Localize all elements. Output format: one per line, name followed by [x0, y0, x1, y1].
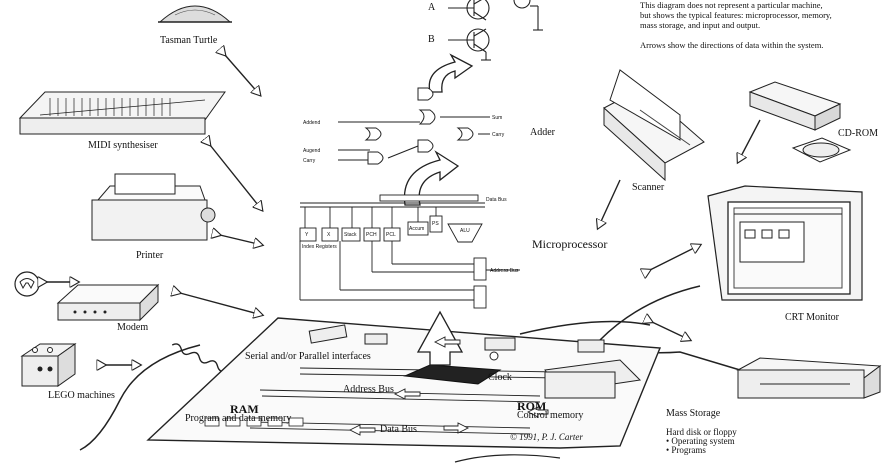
intro-line-1: This diagram does not represent a partic… [640, 0, 823, 10]
turtle-label: Tasman Turtle [160, 35, 218, 46]
address-bus-internal-label: Address Bus [490, 268, 519, 274]
mass-storage-item: • Programs [666, 445, 706, 455]
interfaces-label: Serial and/or Parallel interfaces [245, 351, 371, 362]
printer-illustration [91, 173, 216, 241]
cdrom-illustration [748, 81, 852, 163]
adder-circuit [338, 87, 490, 165]
modem-label: Modem [117, 322, 149, 333]
addend-label: Addend [303, 120, 321, 126]
intro-line-4: Arrows show the directions of data withi… [640, 40, 824, 50]
address-bus-label: Address Bus [343, 384, 394, 395]
cpu-block-diagram [299, 194, 520, 309]
motherboard [146, 317, 662, 449]
adder-label: Adder [530, 127, 555, 138]
intro-line-2: but shows the typical features: micropro… [640, 10, 832, 20]
midi-synth-illustration [18, 91, 226, 135]
transistor-symbols [448, 0, 543, 61]
disk-drive-illustration [736, 357, 882, 399]
intro-text: This diagram does not represent a partic… [640, 0, 880, 50]
cdrom-label: CD-ROM [838, 128, 879, 139]
rom-label: ROM [517, 399, 547, 413]
mass-storage-subtitle: Hard disk or floppy [666, 427, 737, 437]
carry-out-label: Carry [492, 132, 505, 138]
bus-arrows [348, 336, 549, 436]
midi-label: MIDI synthesiser [88, 140, 158, 151]
data-bus-label: Data Bus [486, 197, 507, 203]
intro-line-3: mass storage, and input and output. [640, 20, 761, 30]
credit-label: © 1991, P. J. Carter [510, 432, 583, 442]
sum-label: Sum [492, 115, 503, 121]
index-registers-label: Index Registers [302, 244, 337, 250]
lego-label: LEGO machines [48, 390, 115, 401]
register-stack: Stack [344, 232, 357, 238]
alu-label: ALU [460, 228, 470, 234]
mass-storage-list: Hard disk or floppy • Operating system •… [666, 428, 737, 455]
lego-illustration [20, 343, 77, 387]
rom-sub-label: Control memory [517, 410, 584, 421]
gate-b-label: B [428, 34, 435, 45]
scanner-label: Scanner [632, 182, 665, 193]
mass-storage-item: • Operating system [666, 436, 735, 446]
microprocessor-label: Microprocessor [532, 237, 608, 251]
gate-a-label: A [428, 2, 436, 13]
carry-in-label: Carry [303, 158, 316, 164]
mass-storage-title: Mass Storage [666, 408, 721, 419]
data-bus-board-label: Data Bus [380, 424, 417, 435]
telephone-icon [14, 271, 40, 297]
turtle-illustration [158, 5, 232, 23]
printer-label: Printer [136, 250, 164, 261]
register-y: Y [305, 232, 309, 238]
register-accum: Accum [409, 226, 425, 232]
register-ps: PS [432, 221, 439, 227]
ram-sub-label: Program and data memory [185, 413, 292, 424]
register-pcl: PCL [386, 232, 396, 238]
monitor-label: CRT Monitor [785, 312, 839, 323]
clock-label: Clock [488, 372, 512, 383]
peripheral-arrows [46, 55, 761, 365]
modem-illustration [56, 283, 160, 322]
register-pch: PCH [366, 232, 377, 238]
scanner-illustration [603, 69, 705, 182]
monitor-illustration [707, 185, 863, 301]
augend-label: Augend [303, 148, 321, 154]
flow-arrows [403, 53, 474, 366]
register-x: X [327, 232, 331, 238]
ram-label: RAM [230, 402, 259, 416]
